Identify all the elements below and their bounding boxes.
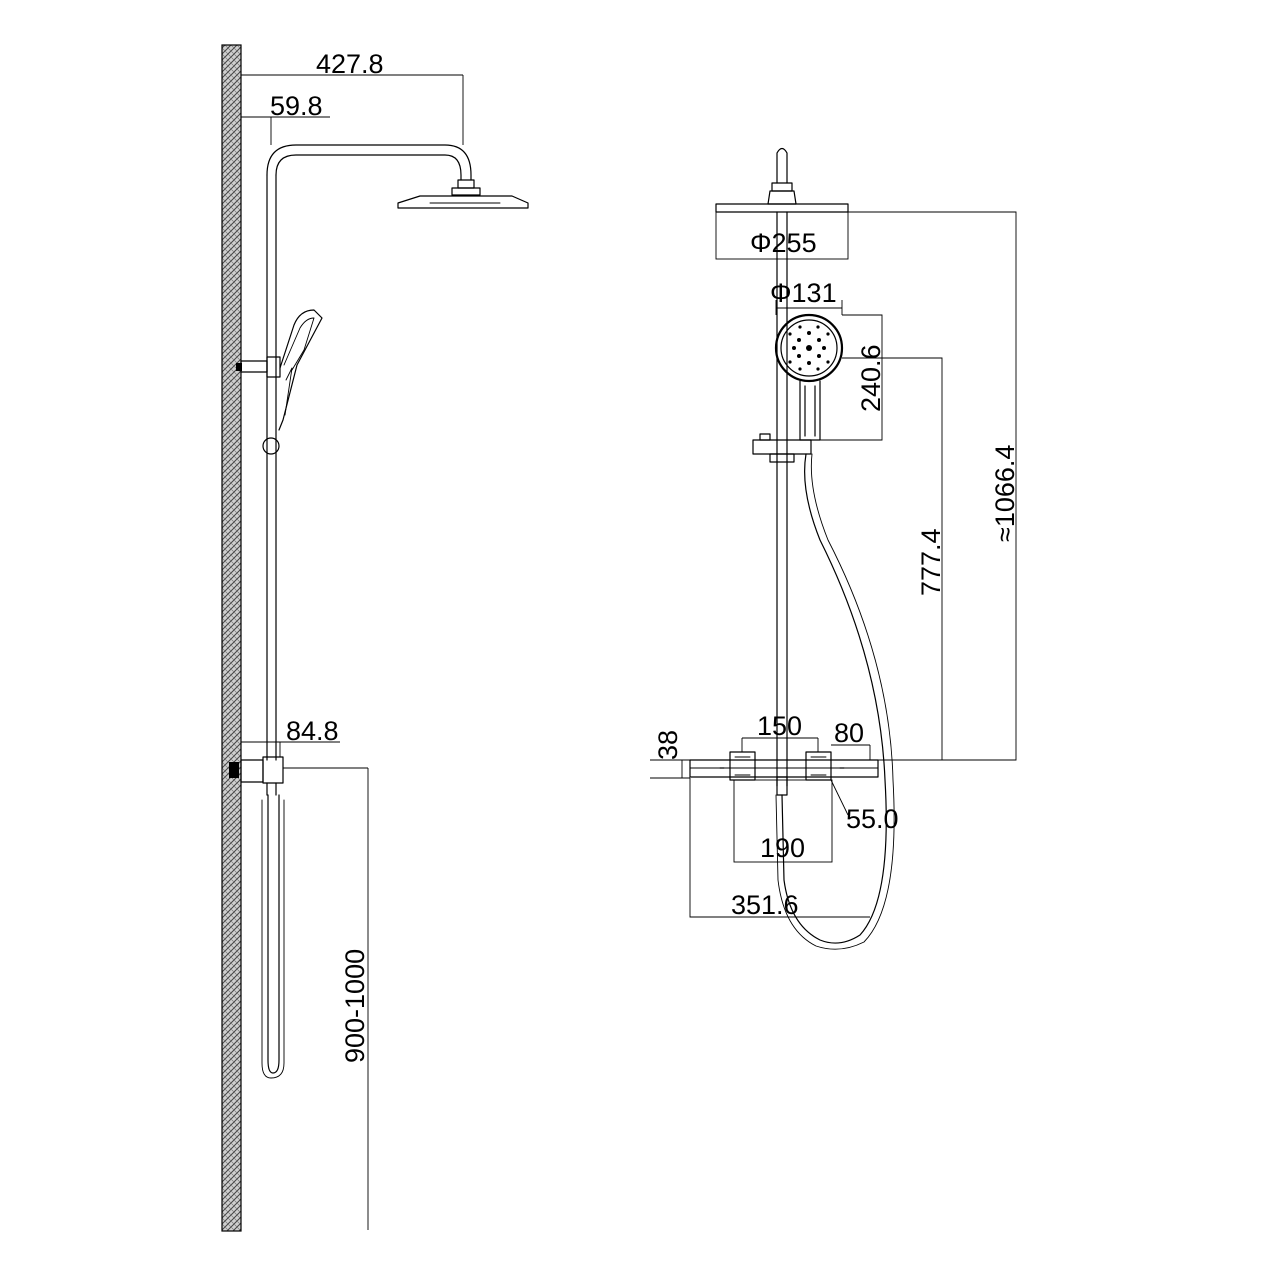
dim-handshower-length-label: 240.6 <box>856 344 886 412</box>
dim-line-handle-width <box>831 744 871 760</box>
riser-rail <box>266 174 277 761</box>
dim-line-handshower-length <box>820 314 883 441</box>
front-view: Φ255 <box>650 147 1020 950</box>
dim-line-valve-depth <box>650 759 690 779</box>
slide-holder-front <box>752 439 812 455</box>
dim-line-overall-width <box>689 778 870 918</box>
dim-line-total-height <box>848 211 1017 761</box>
dim-handle-offset-label: 55.0 <box>846 804 899 834</box>
upper-wall-bracket <box>240 360 268 373</box>
overhead-arm-front <box>776 147 788 184</box>
dim-line-outreach <box>241 74 464 145</box>
dim-bar-offset-label: 59.8 <box>270 91 323 121</box>
dim-line-holder-height <box>842 357 943 760</box>
dim-handle-width-label: 80 <box>834 718 864 748</box>
dim-line-valve-height <box>283 767 369 1230</box>
dim-valve-depth-label: 38 <box>653 730 683 760</box>
spray-nozzles <box>788 325 830 371</box>
valve-body-front <box>689 759 879 778</box>
dim-line-valve-projection <box>241 741 340 757</box>
dim-line-bar-offset <box>241 116 330 145</box>
dim-outlet-spacing-label: 150 <box>757 711 802 741</box>
dim-overall-width-label: 351.6 <box>731 890 799 920</box>
dim-valve-projection-label: 84.8 <box>286 716 339 746</box>
dim-box-head-diameter <box>715 211 849 260</box>
hose-loop <box>267 794 280 1074</box>
overhead-arm <box>266 144 472 181</box>
side-view: 427.8 59.8 84.8 900-1000 <box>221 44 529 1232</box>
left-handle <box>729 751 756 781</box>
slide-holder <box>262 437 280 455</box>
dim-head-diameter-label: Φ255 <box>750 228 817 258</box>
rain-head-side <box>397 195 529 209</box>
dim-valve-width-label: 190 <box>760 833 805 863</box>
hand-shower-handle <box>799 380 821 441</box>
dim-handshower-diameter-label: Φ131 <box>770 278 837 308</box>
head-connector <box>457 179 475 189</box>
dim-line-handshower-diameter <box>775 300 843 315</box>
dim-line-handle-offset <box>830 779 849 816</box>
right-handle <box>805 751 832 781</box>
dim-line-outlet-spacing <box>741 737 819 752</box>
dim-valve-height-label: 900-1000 <box>340 949 370 1063</box>
rain-head-front <box>715 203 849 213</box>
dim-outreach-label: 427.8 <box>316 49 384 79</box>
dim-total-height-label: ≈1066.4 <box>990 445 1020 542</box>
valve-side <box>240 759 264 783</box>
dim-holder-height-label: 777.4 <box>916 528 946 596</box>
hand-shower-side <box>278 309 323 431</box>
dim-box-valve-width <box>733 779 833 863</box>
wall-section <box>221 44 242 1232</box>
hose-front <box>781 453 887 944</box>
hand-shower-face <box>774 313 844 383</box>
